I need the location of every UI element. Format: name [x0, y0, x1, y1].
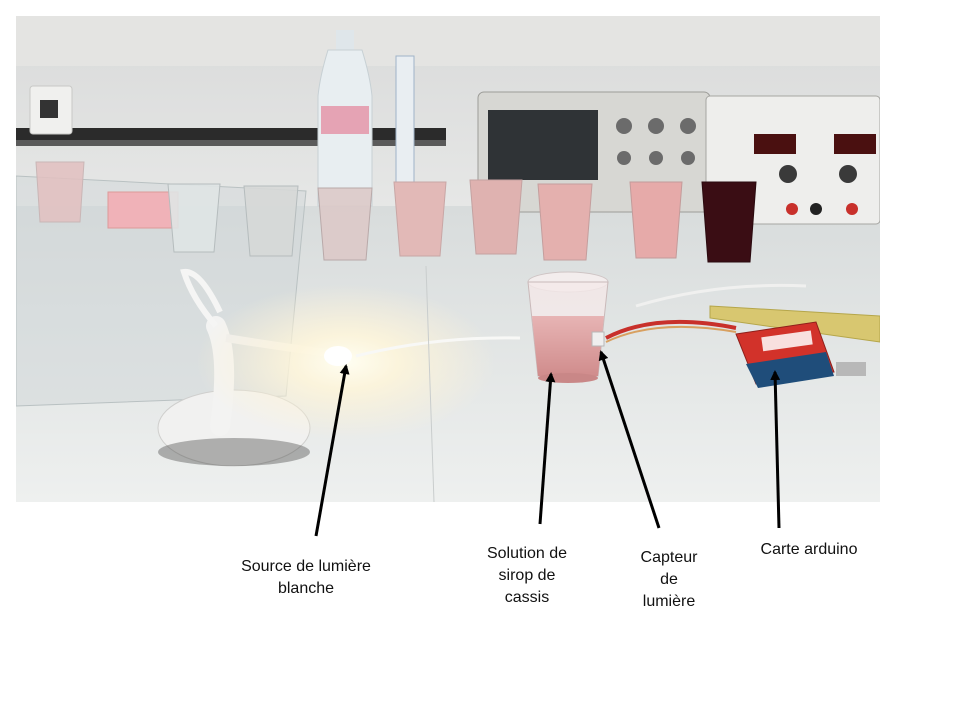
cup-row [35, 161, 757, 263]
label-solution-line-1: Solution de [486, 545, 568, 562]
label-light-source: Source de lumière blanche [226, 556, 386, 600]
graduated-cylinder [395, 55, 415, 197]
label-arduino: Carte arduino [739, 539, 879, 561]
label-sensor-line-1: Capteur [640, 549, 698, 566]
label-arduino-line-1: Carte arduino [760, 541, 858, 558]
water-bottle [317, 30, 373, 207]
lab-photo [16, 16, 880, 502]
ruler [709, 305, 880, 343]
label-sensor-line-3: lumière [642, 593, 696, 610]
wall-rail [16, 128, 446, 140]
label-solution-line-3: cassis [504, 589, 550, 606]
label-sensor-line-2: de [660, 571, 678, 588]
label-solution-line-2: sirop de [498, 567, 556, 584]
label-light-source-line-2: blanche [277, 580, 335, 597]
label-solution: Solution de sirop de cassis [467, 543, 587, 609]
arduino-board [735, 321, 866, 388]
label-sensor: Capteur de lumière [619, 547, 719, 613]
label-light-source-line-1: Source de lumière [241, 558, 371, 575]
light-sensor [591, 331, 605, 347]
syrup-cup [527, 271, 609, 383]
